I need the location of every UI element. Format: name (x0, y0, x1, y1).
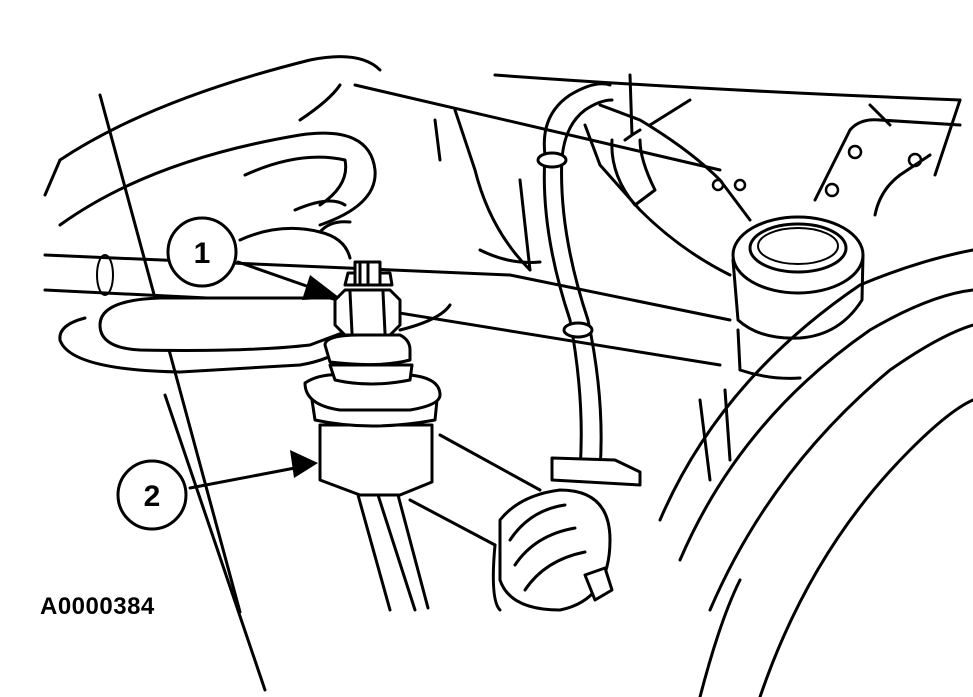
tie-rod-end (731, 215, 865, 380)
figure-id-label: A0000384 (40, 593, 155, 620)
stabilizer-bar-link-nut (333, 260, 402, 337)
knuckle-plate (813, 103, 962, 217)
callout-1: 1 (166, 216, 238, 288)
brake-hose (536, 82, 642, 487)
lower-boot (408, 433, 614, 612)
frame-rail (98, 73, 962, 692)
coil-spring (43, 55, 382, 227)
stabilizer-bar-link (303, 333, 442, 612)
callout-1-number: 1 (194, 237, 211, 270)
brake-rotor (658, 248, 973, 697)
callout-leader-2 (188, 450, 318, 490)
callout-2-number: 2 (144, 480, 161, 513)
tie-rod (583, 73, 752, 277)
control-arm (433, 108, 542, 272)
callout-leader-1 (236, 260, 340, 300)
callout-2: 2 (116, 459, 188, 531)
